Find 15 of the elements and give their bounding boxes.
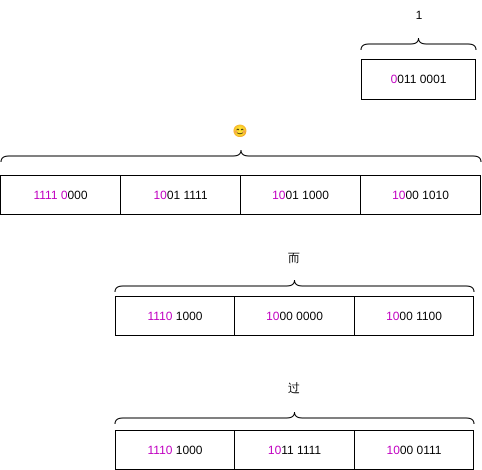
- character-label: 过: [288, 380, 300, 397]
- byte-cell: 1000 1100: [354, 296, 474, 336]
- byte-cell: 1000 0000: [234, 296, 355, 336]
- character-label: 😊: [232, 124, 248, 138]
- byte-cell: 1000 1010: [360, 175, 481, 215]
- byte-cell: 0011 0001: [361, 59, 476, 100]
- byte-cell: 1000 0111: [354, 430, 474, 470]
- character-label: 1: [416, 8, 422, 22]
- byte-cell: 1001 1000: [240, 175, 361, 215]
- byte-cell: 1001 1111: [120, 175, 241, 215]
- byte-cell: 1110 1000: [115, 430, 235, 470]
- byte-cell: 1111 0000: [0, 175, 121, 215]
- byte-cell: 1011 1111: [234, 430, 355, 470]
- byte-cell: 1110 1000: [115, 296, 235, 336]
- character-label: 而: [288, 250, 300, 267]
